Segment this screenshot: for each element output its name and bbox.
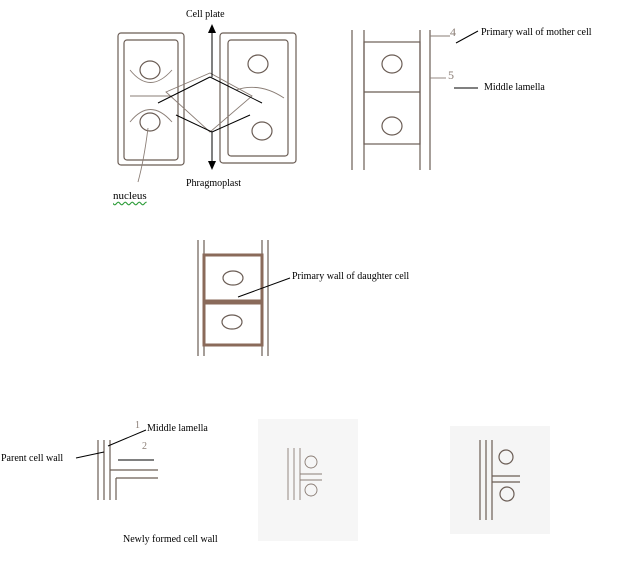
mother-nucleus-top (381, 54, 403, 74)
primary-wall-mother-leader (455, 30, 479, 44)
label-middle-lamella-top: Middle lamella (484, 82, 545, 93)
phragmoplast-leader-left (175, 114, 213, 133)
photo-vertical-walls (479, 440, 493, 520)
label-primary-wall-mother: Primary wall of mother cell (481, 27, 592, 38)
panel-mother-cell (351, 30, 479, 170)
panel-wall-junction (75, 429, 158, 500)
label-primary-wall-daughter: Primary wall of daughter cell (292, 271, 410, 282)
label-nucleus: nucleus (113, 190, 147, 202)
left-nucleus-top (139, 60, 161, 80)
parent-cell-wall-leader (75, 451, 105, 459)
right-plate-curve (235, 86, 285, 99)
photo-horizontal-walls (492, 475, 520, 483)
daughter-cell-bottom (202, 301, 264, 347)
label-middle-lamella-bottom: Middle lamella (147, 423, 208, 434)
middle-lamella-bottom-leader (107, 429, 147, 447)
mother-nucleus-bottom (381, 116, 403, 136)
cell-plate-arrowhead (208, 24, 216, 33)
faded-nucleus-bottom (304, 483, 318, 497)
cell-plate-leader-left (157, 76, 211, 104)
photo-nucleus-top (498, 449, 514, 465)
left-cell-inner-wall (123, 39, 179, 161)
daughter-nucleus-bottom (221, 314, 243, 330)
primary-wall-daughter-leader (237, 277, 291, 298)
right-nucleus-top (247, 54, 269, 74)
left-cell-outer-wall (117, 32, 185, 166)
right-cell-inner-wall (227, 39, 289, 157)
nucleus-leader (137, 127, 149, 183)
junction-photo-bg (450, 426, 550, 534)
daughter-side-walls (197, 240, 269, 356)
sketch-mark-1: 1 (135, 420, 140, 431)
phragmoplast-leader-right (211, 114, 251, 133)
sketch-mark-5: 5 (448, 68, 454, 82)
right-cell-outer-wall (219, 32, 297, 164)
cell-plate-leader-right (209, 76, 263, 104)
panel-daughter-cells (197, 240, 291, 356)
left-spindle (129, 69, 173, 123)
phragmoplast-sketch (165, 72, 253, 133)
faded-horizontal-walls (300, 473, 322, 481)
label-parent-cell-wall: Parent cell wall (1, 453, 64, 464)
mother-cell-inner (363, 41, 421, 145)
panel-junction-photo (450, 426, 550, 534)
label-phragmoplast: Phragmoplast (186, 178, 241, 189)
daughter-cell-top (202, 253, 264, 303)
sketch-mark-2: 2 (142, 441, 147, 452)
daughter-nucleus-top (222, 270, 244, 286)
label-newly-formed-wall: Newly formed cell wall (123, 534, 218, 545)
phragmoplast-arrowhead (208, 161, 216, 170)
right-nucleus-bottom (251, 121, 273, 141)
label-cell-plate: Cell plate (186, 9, 225, 20)
junction-horizontal-walls (110, 469, 158, 500)
faded-nucleus-top (304, 455, 318, 469)
left-nucleus-bottom (139, 112, 161, 132)
panel-faded-junction (258, 419, 358, 541)
junction-vertical-walls (97, 440, 111, 500)
panel-cell-plate-formation (117, 24, 297, 183)
photo-nucleus-bottom (499, 486, 515, 502)
sketch-mark-4: 4 (450, 25, 456, 39)
